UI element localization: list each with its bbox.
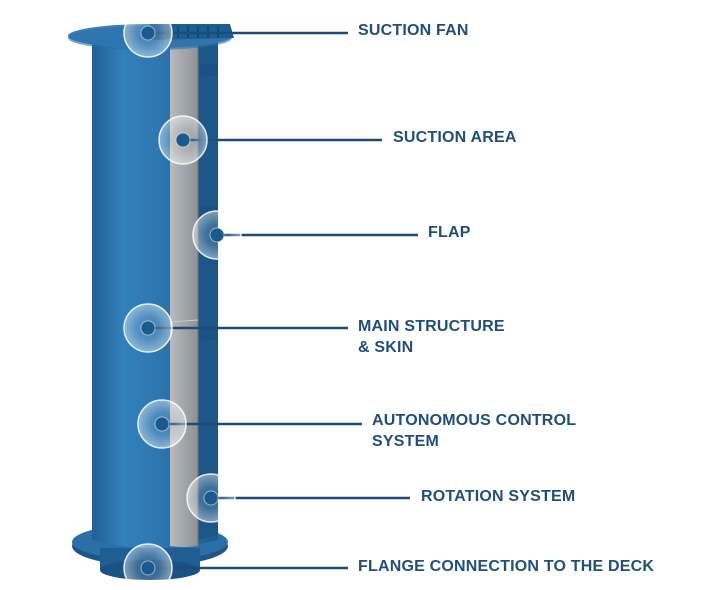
- label-line: ROTATION SYSTEM: [421, 488, 576, 505]
- label-line: & SKIN: [358, 339, 414, 356]
- marker-dot-flap: [209, 227, 225, 243]
- callouts: [123, 8, 418, 590]
- label-main-structure: MAIN STRUCTURE & SKIN: [358, 316, 505, 358]
- cylinder-body: [92, 36, 218, 548]
- marker-dot-suction-area: [175, 132, 191, 148]
- label-line: AUTONOMOUS CONTROL: [372, 412, 577, 429]
- marker-dot-autonomous-control: [154, 416, 170, 432]
- marker-dot-suction-fan: [140, 25, 156, 41]
- label-line: FLANGE CONNECTION TO THE DECK: [358, 558, 655, 575]
- marker-dot-rotation-system: [203, 490, 219, 506]
- label-autonomous-control: AUTONOMOUS CONTROL SYSTEM: [372, 410, 576, 452]
- label-rotation-system: ROTATION SYSTEM: [421, 486, 575, 507]
- label-suction-fan: SUCTION FAN: [358, 20, 469, 41]
- label-line: SUCTION AREA: [393, 129, 517, 146]
- label-flap: FLAP: [428, 222, 471, 243]
- marker-dot-flange-connection: [140, 560, 156, 576]
- label-line: FLAP: [428, 224, 471, 241]
- label-line: SUCTION FAN: [358, 22, 469, 39]
- label-flange-connection: FLANGE CONNECTION TO THE DECK: [358, 556, 654, 577]
- marker-dot-main-structure: [140, 320, 156, 336]
- label-line: SYSTEM: [372, 433, 439, 450]
- label-line: MAIN STRUCTURE: [358, 318, 505, 335]
- label-suction-area: SUCTION AREA: [393, 127, 517, 148]
